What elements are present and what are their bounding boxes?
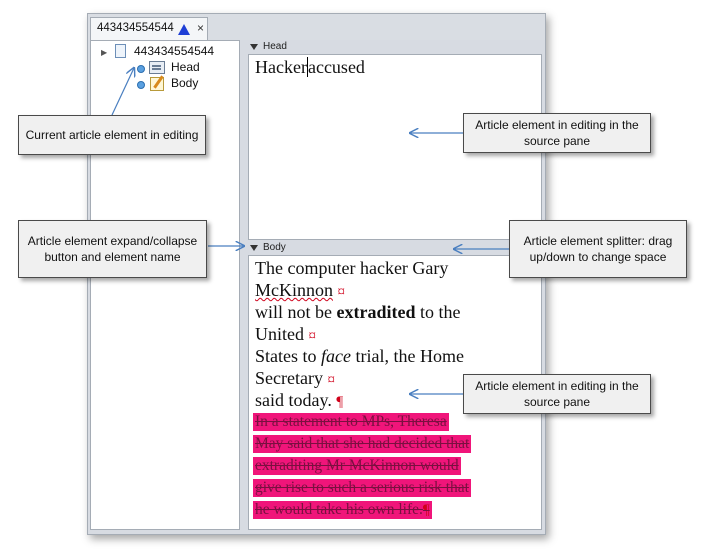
- collapse-triangle-icon[interactable]: [250, 44, 258, 50]
- tab-label: 443434554544: [97, 22, 174, 34]
- callout-current-element: Current article element in editing: [18, 115, 206, 155]
- head-text-part: accused: [307, 57, 365, 77]
- head-pane-header[interactable]: Head: [248, 41, 542, 54]
- head-element-icon: [149, 61, 165, 74]
- body-line: United ¤: [255, 324, 316, 345]
- callout-head-source: Article element in editing in the source…: [463, 113, 651, 153]
- tree-node-dot-icon: [137, 81, 145, 89]
- close-tab-button[interactable]: ×: [197, 21, 205, 35]
- body-line: Secretary ¤: [255, 368, 335, 389]
- deleted-text-line: he would take his own life.¶: [253, 501, 432, 519]
- text-caret: [306, 57, 308, 77]
- head-pane-label: Head: [263, 41, 287, 52]
- body-text: will not be: [255, 302, 337, 322]
- body-bold-text: extradited: [336, 302, 416, 322]
- tab-article[interactable]: 443434554544 ×: [90, 17, 208, 40]
- body-text: United: [255, 324, 304, 344]
- tree-node-dot-icon: [137, 65, 145, 73]
- body-text: said today.: [255, 390, 332, 410]
- deleted-text-line: give rise to such a serious risk that: [253, 479, 471, 497]
- body-text: States to: [255, 346, 321, 366]
- body-pane-splitter[interactable]: Body: [248, 242, 542, 255]
- deleted-text-line: extraditing Mr McKinnon would: [253, 457, 461, 475]
- body-line: McKinnon ¤: [255, 280, 345, 301]
- tab-strip: 443434554544 ×: [88, 14, 545, 40]
- paragraph-mark: ¶: [336, 394, 344, 410]
- body-italic-text: face: [321, 346, 351, 366]
- head-text[interactable]: Hackeraccused: [255, 57, 365, 78]
- head-text-part: Hacker: [255, 57, 307, 77]
- document-icon: [115, 44, 126, 58]
- body-text: to the: [415, 302, 461, 322]
- callout-expand-collapse: Article element expand/collapse button a…: [18, 220, 207, 278]
- expand-collapse-icon[interactable]: ▶: [101, 48, 108, 57]
- body-element-icon: [150, 77, 164, 91]
- body-text: Secretary: [255, 368, 323, 388]
- arrow-current-element: [111, 68, 134, 116]
- line-break-mark: ¤: [337, 284, 346, 300]
- body-line: will not be extradited to the: [255, 302, 460, 323]
- deleted-text-line: May said that she had decided that: [253, 435, 472, 453]
- collapse-triangle-icon[interactable]: [250, 245, 258, 251]
- body-line: States to face trial, the Home: [255, 346, 464, 367]
- body-source-pane[interactable]: The computer hacker Gary McKinnon ¤ will…: [248, 255, 542, 530]
- body-text: McKinnon: [255, 280, 333, 300]
- tree-item-body[interactable]: Body: [171, 76, 199, 90]
- paragraph-mark: ¶: [422, 502, 430, 518]
- tree-item-head[interactable]: Head: [171, 60, 200, 74]
- deleted-text-line: In a statement to MPs, Theresa: [253, 413, 449, 431]
- callout-splitter: Article element splitter: drag up/down t…: [509, 220, 687, 278]
- body-line: The computer hacker Gary: [255, 258, 448, 279]
- body-line: said today. ¶: [255, 390, 343, 411]
- body-text: trial, the Home: [350, 346, 464, 366]
- tree-root-label[interactable]: 443434554544: [134, 44, 215, 58]
- line-break-mark: ¤: [308, 328, 317, 344]
- line-break-mark: ¤: [327, 372, 335, 388]
- body-text: The computer hacker Gary: [255, 258, 449, 278]
- callout-body-source: Article element in editing in the source…: [463, 374, 651, 414]
- warning-triangle-icon: [178, 24, 190, 35]
- deleted-text: he would take his own life.: [255, 501, 423, 518]
- body-pane-label: Body: [263, 242, 286, 253]
